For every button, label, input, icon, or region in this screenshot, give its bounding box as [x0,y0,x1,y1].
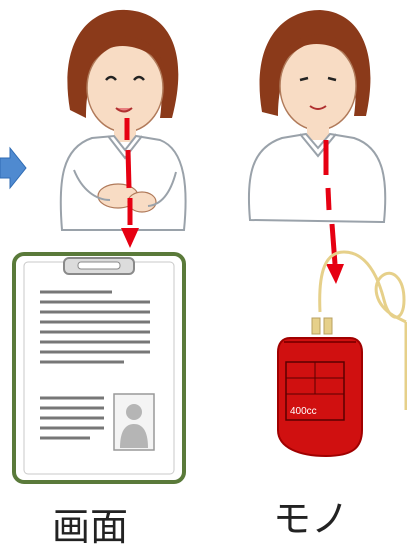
blood-bag-volume: 400cc [290,406,317,417]
arrow-right-icon [0,148,26,188]
caption-screen: 画面 [52,508,128,546]
blood-bag-icon: 400cc [278,252,406,456]
nurse-left [61,10,186,230]
nurse-right [249,10,385,222]
clipboard-icon [14,254,184,482]
caption-thing: モノ [273,500,349,538]
person-silhouette-icon [114,394,154,450]
